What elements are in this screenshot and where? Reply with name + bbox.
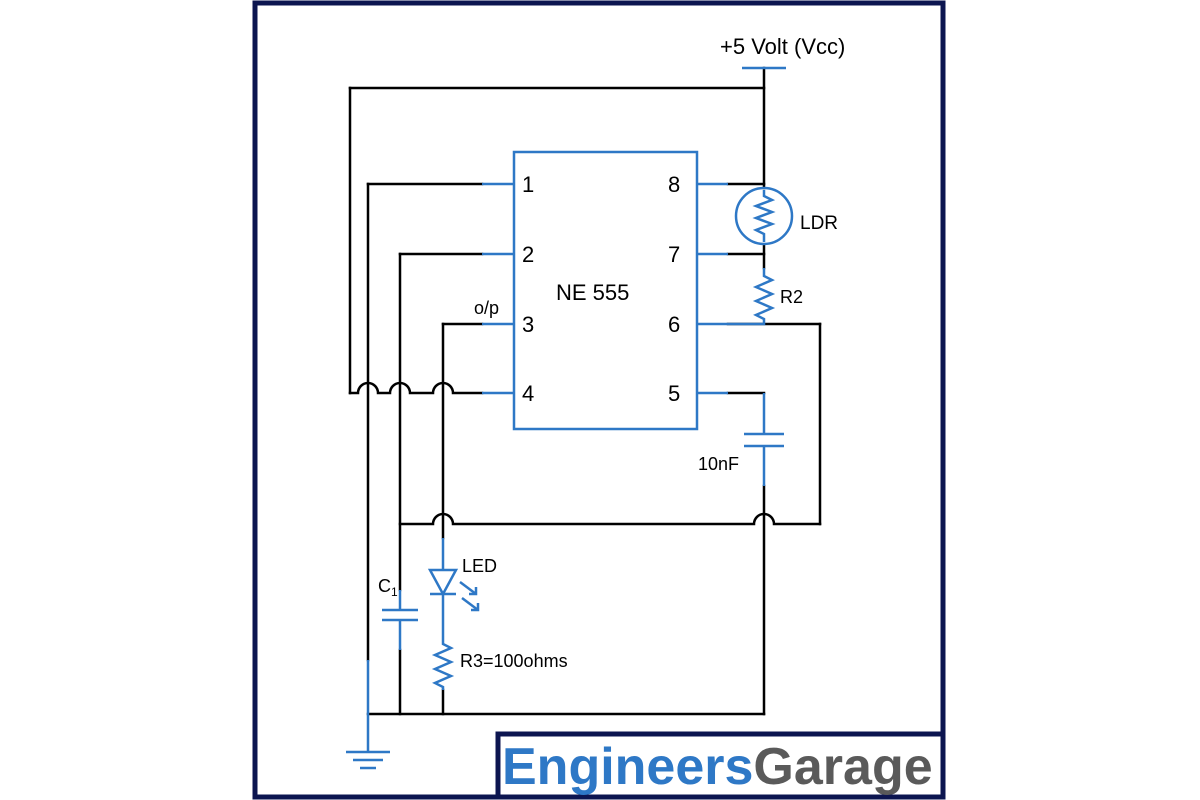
ldr-label: LDR: [800, 213, 838, 234]
r2-resistor: [728, 268, 776, 326]
pin-8-label: 8: [668, 172, 680, 197]
pin-1-label: 1: [522, 172, 534, 197]
supply-label: +5 Volt (Vcc): [720, 34, 845, 59]
capacitor-c1: [382, 590, 418, 650]
diagram-frame: [252, 0, 946, 800]
r3-label: R3=100ohms: [460, 651, 568, 671]
brand-logo: EngineersGarage: [502, 738, 933, 796]
ne555-chip: [512, 150, 699, 431]
led-symbol: [427, 538, 480, 636]
pin-6-label: 6: [668, 312, 680, 337]
ldr-symbol: [734, 186, 794, 246]
r2-label: R2: [780, 287, 803, 307]
c1-letter: C: [378, 576, 391, 596]
c1-label: C1: [378, 576, 398, 599]
ic-name: NE 555: [556, 280, 629, 305]
brand-garage: Garage: [753, 738, 932, 796]
pin-7-label: 7: [668, 242, 680, 267]
wires: [348, 66, 822, 716]
pin-4-label: 4: [522, 381, 534, 406]
ground-symbol: [346, 660, 390, 770]
c1-subscript: 1: [391, 585, 398, 599]
led-label: LED: [462, 556, 497, 576]
ic-pin-stubs: [482, 182, 728, 395]
pin-3-label: 3: [522, 312, 534, 337]
capacitor-10nf-label: 10nF: [698, 454, 739, 474]
output-label: o/p: [474, 298, 499, 318]
pin-2-label: 2: [522, 242, 534, 267]
r3-resistor: [431, 636, 455, 690]
brand-box: EngineersGarage: [495, 731, 943, 797]
pin-5-label: 5: [668, 381, 680, 406]
capacitor-10nf: [744, 393, 784, 486]
brand-engineers: Engineers: [502, 738, 753, 796]
